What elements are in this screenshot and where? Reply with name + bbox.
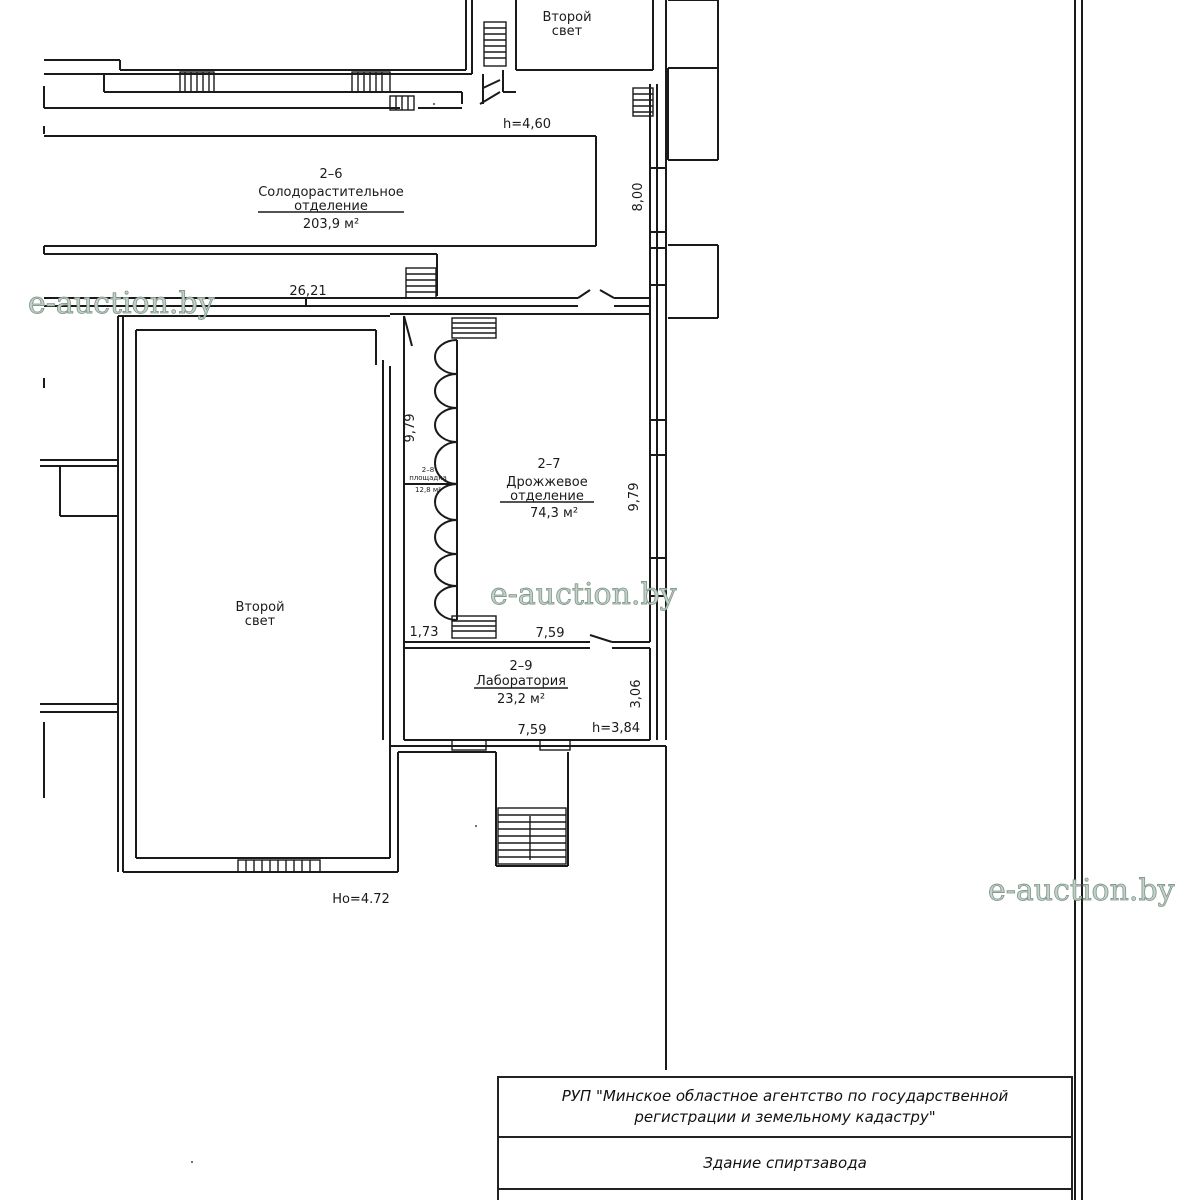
room-2-8-name: площадка xyxy=(409,474,447,482)
watermark-3: e-auction.by xyxy=(988,873,1175,908)
title-block-organization: РУП "Минское областное агентство по госу… xyxy=(499,1078,1071,1138)
dim-h-460: h=4,60 xyxy=(503,117,551,132)
speck xyxy=(191,1161,193,1163)
room-2-7-name-1: Дрожжевое xyxy=(506,475,587,490)
room-2-6-number: 2–6 xyxy=(319,167,342,182)
dim-979-right: 9,79 xyxy=(627,483,642,512)
room-2-7-area: 74,3 м² xyxy=(530,506,578,521)
watermark-1: e-auction.by xyxy=(28,286,215,321)
dim-h-384: h=3,84 xyxy=(592,721,640,736)
dim-759-top: 7,59 xyxy=(536,626,565,641)
top-light-label-1: Второй xyxy=(542,10,591,25)
room-2-9-area: 23,2 м² xyxy=(497,692,545,707)
big-light-label-1: Второй xyxy=(235,600,284,615)
room-2-8-number: 2–8 xyxy=(422,466,434,474)
room-2-7-name-2: отделение xyxy=(510,489,584,504)
dim-306: 3,06 xyxy=(629,680,644,709)
room-2-6-name-2: отделение xyxy=(294,199,368,214)
dim-173: 1,73 xyxy=(410,625,439,640)
wall-lines xyxy=(40,0,1083,1200)
top-light-label-2: свет xyxy=(552,24,583,39)
speck xyxy=(433,103,435,105)
dim-979-left: 9,79 xyxy=(403,414,418,443)
room-2-9-number: 2–9 xyxy=(509,659,532,674)
room-2-8-area: 12,8 м² xyxy=(415,486,441,494)
dim-ho: Ho=4.72 xyxy=(332,892,390,907)
title-block: РУП "Минское областное агентство по госу… xyxy=(497,1076,1073,1200)
watermark-2: e-auction.by xyxy=(490,577,677,612)
room-2-6-name-1: Солодорастительное xyxy=(258,185,404,200)
stairs xyxy=(179,21,654,873)
dim-759-bottom: 7,59 xyxy=(518,723,547,738)
dim-2621: 26,21 xyxy=(289,284,326,299)
room-2-6-area: 203,9 м² xyxy=(303,217,359,232)
speck xyxy=(475,825,477,827)
room-2-9-name: Лаборатория xyxy=(476,674,566,689)
org-line-1: РУП "Минское областное агентство по госу… xyxy=(561,1087,1009,1105)
label-underlines xyxy=(258,211,594,689)
room-2-7-number: 2–7 xyxy=(537,457,560,472)
building-name: Здание спиртзавода xyxy=(703,1154,867,1172)
title-block-building: Здание спиртзавода xyxy=(499,1138,1071,1190)
org-line-2: регистрации и земельному кадастру" xyxy=(634,1108,936,1126)
big-light-label-2: свет xyxy=(245,614,276,629)
dim-800: 8,00 xyxy=(631,183,646,212)
scallop-wall xyxy=(434,339,458,621)
